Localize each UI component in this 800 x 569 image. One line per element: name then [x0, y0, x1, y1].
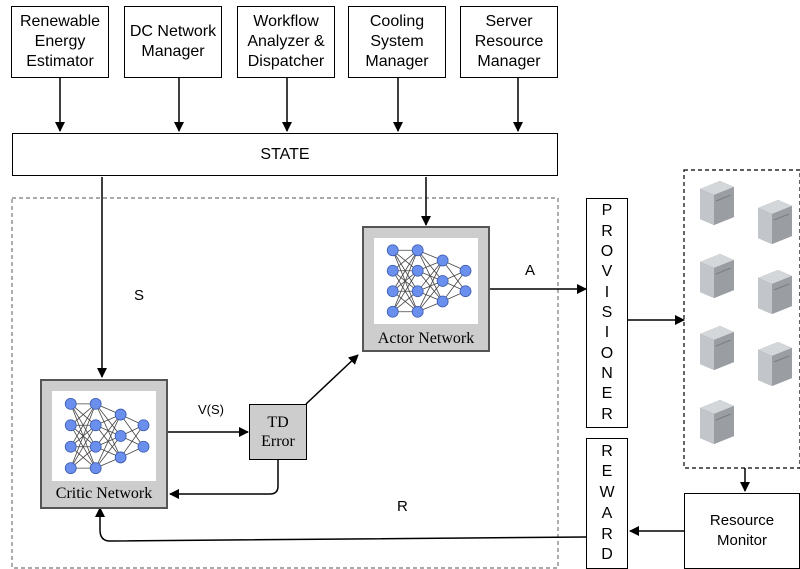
- agent-boundary: [11, 197, 559, 569]
- network-node: [64, 397, 77, 410]
- actor-network-box: Actor Network: [362, 226, 490, 352]
- provisioner-letter: N: [601, 364, 613, 382]
- resource-monitor-line-2: Monitor: [716, 532, 768, 549]
- network-node: [89, 462, 102, 475]
- workflow-analyzer-label: Workflow Analyzer & Dispatcher: [247, 13, 325, 70]
- server-icon: [758, 342, 792, 386]
- network-node: [411, 305, 424, 318]
- network-node: [64, 440, 77, 453]
- network-node: [436, 275, 449, 287]
- state-label: STATE: [260, 145, 310, 163]
- neural-network-icon: [386, 244, 472, 318]
- reward-letter: E: [601, 463, 613, 481]
- network-node: [386, 244, 399, 257]
- network-node: [386, 285, 399, 298]
- reward-letter: R: [601, 442, 613, 460]
- network-node: [386, 305, 399, 318]
- network-node: [89, 397, 102, 410]
- provisioner-letter: P: [601, 202, 613, 220]
- reward-letter: A: [601, 504, 613, 522]
- reward-edge-label: R: [397, 498, 408, 515]
- critic-network-label: Critic Network: [55, 485, 153, 502]
- critic-net-panel: [52, 391, 156, 481]
- provisioner-letter: I: [604, 324, 610, 342]
- network-node: [436, 295, 449, 308]
- network-node: [137, 419, 150, 432]
- provisioner-letter: I: [604, 283, 610, 301]
- server-icon: [758, 200, 792, 244]
- server-icon: [700, 254, 734, 298]
- network-node: [411, 244, 424, 257]
- reward-letter: R: [601, 525, 613, 543]
- td-error-box: TD Error: [249, 404, 307, 460]
- critic-network-box: Critic Network: [40, 379, 168, 509]
- cooling-system-manager-label: Cooling System Manager: [365, 13, 429, 70]
- arrow-td-to-actor: [305, 354, 359, 405]
- cooling-system-manager-box: Cooling System Manager: [348, 6, 446, 78]
- network-node: [114, 408, 127, 421]
- network-node: [114, 430, 127, 442]
- state-bar: STATE: [12, 133, 558, 176]
- action-edge-label: A: [525, 262, 536, 279]
- td-error-line-2: Error: [261, 433, 295, 450]
- provisioner-letter: V: [601, 263, 613, 281]
- provisioner-letter: E: [601, 385, 613, 403]
- arrow-reward-to-critic: [95, 507, 587, 542]
- arrow-td-to-critic: [169, 460, 279, 499]
- server-icon: [700, 326, 734, 370]
- server-icon: [758, 270, 792, 314]
- network-node: [137, 440, 150, 453]
- provisioner-letter: S: [601, 303, 613, 321]
- td-error-line-1: TD: [267, 414, 289, 431]
- network-node: [114, 451, 127, 464]
- server-icon: [700, 400, 734, 444]
- network-node: [411, 285, 424, 298]
- network-node: [89, 440, 102, 453]
- resource-monitor-box: Resource Monitor: [684, 493, 800, 569]
- network-node: [64, 419, 77, 432]
- resource-monitor-line-1: Resource: [709, 512, 775, 529]
- provisioner-letter: R: [601, 222, 613, 240]
- server-resource-manager-label: Server Resource Manager: [474, 13, 544, 70]
- server-resource-manager-box: Server Resource Manager: [460, 6, 558, 78]
- neural-network-icon: [64, 397, 150, 475]
- renewable-energy-estimator-box: Renewable Energy Estimator: [11, 6, 109, 78]
- workflow-analyzer-box: Workflow Analyzer & Dispatcher: [237, 6, 335, 78]
- network-node: [89, 419, 102, 432]
- network-node: [459, 264, 472, 277]
- reward-letter: W: [599, 484, 615, 502]
- provisioner-letter: O: [600, 242, 614, 260]
- state-edge-label: S: [134, 287, 145, 304]
- network-node: [386, 264, 399, 277]
- renewable-energy-estimator-label: Renewable Energy Estimator: [19, 13, 101, 70]
- network-node: [411, 264, 424, 277]
- network-node: [459, 285, 472, 298]
- server-icon: [700, 181, 734, 225]
- network-node: [436, 254, 449, 267]
- actor-network-label: Actor Network: [377, 330, 475, 347]
- reward-letter: D: [601, 546, 613, 564]
- provisioner-letter: R: [601, 405, 613, 423]
- actor-net-panel: [374, 238, 478, 324]
- dc-network-manager-box: DC Network Manager: [124, 6, 222, 78]
- provisioner-letter: O: [600, 344, 614, 362]
- value-edge-label: V(S): [198, 402, 224, 417]
- dc-network-manager-label: DC Network Manager: [129, 23, 217, 60]
- network-node: [64, 462, 77, 475]
